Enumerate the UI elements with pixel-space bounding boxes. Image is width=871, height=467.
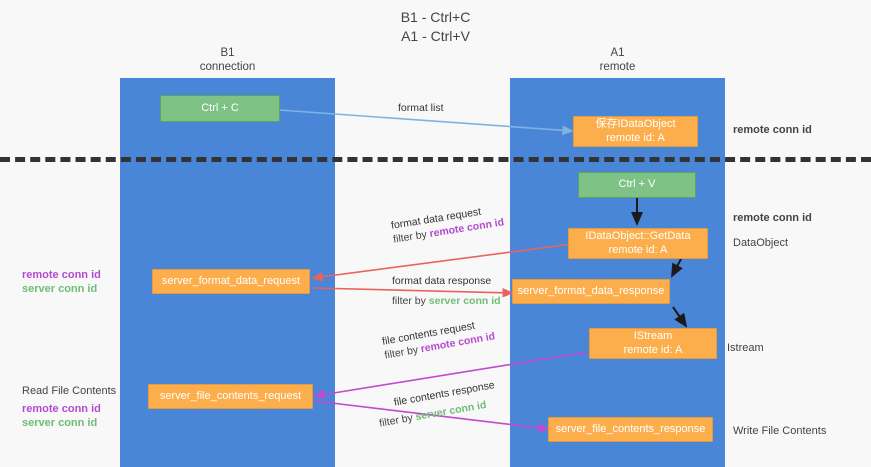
lane-header-a1: A1 remote — [510, 46, 725, 74]
edge-label-file-contents-response: file contents response filter by server … — [375, 378, 499, 430]
node-idataobject-save-line2: remote id: A — [606, 131, 665, 144]
right-annotation-mid-remote-conn-id: remote conn id — [733, 212, 812, 224]
node-idataobject-save[interactable]: 保存IDataObject remote id: A — [573, 116, 698, 147]
lane-header-b1: B1 connection — [120, 46, 335, 74]
edge-label-format-data-request: format data request filter by remote con… — [390, 201, 505, 246]
node-ctrl-c[interactable]: Ctrl + C — [160, 95, 280, 122]
edge-label-format-data-response: format data response filter by server co… — [392, 274, 501, 308]
node-server-file-contents-response-label: server_file_contents_response — [555, 422, 706, 435]
node-getdata-line2: remote id: A — [608, 243, 668, 256]
node-server-format-data-response[interactable]: server_format_data_response — [512, 279, 670, 304]
node-istream[interactable]: IStream remote id: A — [589, 328, 717, 359]
lane-header-a1-title: A1 — [610, 47, 625, 59]
edge-label-file-contents-request: file contents request filter by remote c… — [381, 316, 496, 363]
edge-label-format-list: format list — [398, 102, 444, 114]
lane-header-b1-subtitle: connection — [199, 61, 256, 73]
right-annotation-istream: Istream — [727, 342, 764, 354]
node-server-format-data-response-label: server_format_data_response — [517, 284, 665, 297]
right-annotation-write-file-contents: Write File Contents — [733, 425, 827, 437]
left-annotation-read-file-contents: Read File Contents — [22, 385, 117, 397]
node-server-file-contents-request-label: server_file_contents_request — [159, 389, 302, 402]
left-annotation-file: remote conn id server conn id — [22, 402, 101, 430]
node-getdata-line1: IDataObject::GetData — [585, 230, 691, 242]
node-istream-line1: IStream — [633, 330, 673, 342]
node-server-format-data-request-label: server_format_data_request — [161, 274, 301, 287]
node-server-file-contents-response[interactable]: server_file_contents_response — [548, 417, 713, 442]
title-line-1: B1 - Ctrl+C — [400, 9, 471, 25]
left-annotation-format-server: server conn id — [22, 283, 98, 295]
node-idataobject-save-line1: 保存IDataObject — [595, 118, 676, 130]
node-server-file-contents-request[interactable]: server_file_contents_request — [148, 384, 313, 409]
node-ctrl-v-label: Ctrl + V — [618, 178, 656, 191]
section-divider — [0, 157, 871, 162]
lane-header-a1-subtitle: remote — [599, 61, 636, 73]
lane-header-b1-title: B1 — [220, 47, 235, 59]
left-annotation-file-server: server conn id — [22, 417, 98, 429]
right-annotation-top-remote-conn-id: remote conn id — [733, 124, 812, 136]
right-annotation-dataobject: DataObject — [733, 237, 789, 249]
title-line-2: A1 - Ctrl+V — [401, 28, 470, 44]
page-title: B1 - Ctrl+C A1 - Ctrl+V — [0, 8, 871, 46]
left-annotation-file-remote: remote conn id — [22, 403, 101, 415]
node-idataobject-getdata[interactable]: IDataObject::GetData remote id: A — [568, 228, 708, 259]
node-server-format-data-request[interactable]: server_format_data_request — [152, 269, 310, 294]
left-annotation-format: remote conn id server conn id — [22, 268, 101, 296]
node-ctrl-v[interactable]: Ctrl + V — [578, 172, 696, 198]
edge-label-format-data-response-filter: filter by server conn id — [392, 295, 501, 307]
node-ctrl-c-label: Ctrl + C — [201, 101, 239, 114]
edge-label-format-data-response-main: format data response — [392, 275, 492, 287]
node-istream-line2: remote id: A — [623, 343, 683, 356]
left-annotation-format-remote: remote conn id — [22, 269, 101, 281]
